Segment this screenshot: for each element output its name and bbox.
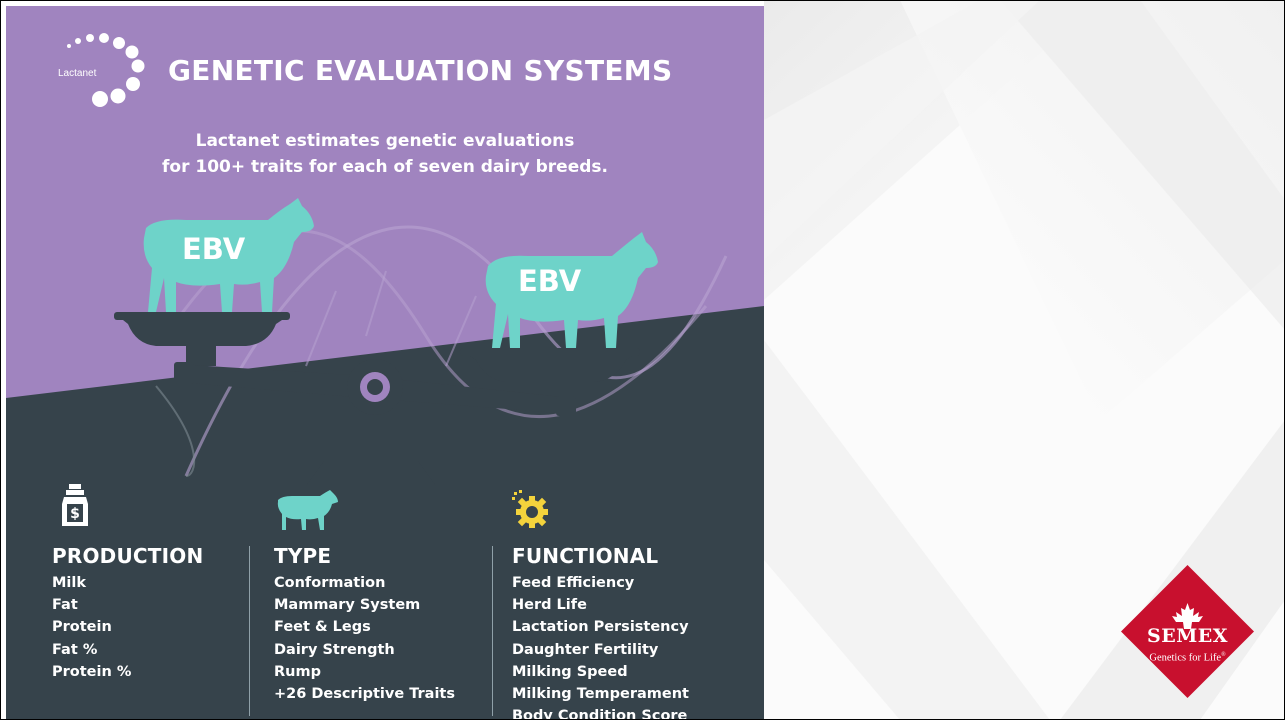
list-item: Milking Temperament: [512, 686, 689, 703]
list-item: Protein %: [52, 663, 132, 680]
lactanet-logo-text: Lactanet: [58, 68, 97, 79]
functional-column: FUNCTIONAL Feed Efficiency Herd Life Lac…: [512, 544, 689, 720]
milk-can-dollar-icon: $: [62, 484, 88, 526]
list-item: Feet & Legs: [274, 619, 371, 636]
svg-text:$: $: [70, 506, 80, 522]
subtitle-line-1: Lactanet estimates genetic evaluations: [195, 131, 575, 151]
subtitle: Lactanet estimates genetic evaluations f…: [6, 128, 764, 180]
type-list: Conformation Mammary System Feet & Legs …: [274, 572, 455, 705]
gear-icon: [512, 490, 548, 528]
ebv-label-left: EBV: [182, 232, 246, 266]
infographic-artwork: [6, 6, 764, 720]
list-item: Conformation: [274, 575, 386, 591]
ebv-label-right: EBV: [518, 264, 582, 298]
list-item: Protein: [52, 619, 112, 636]
infographic: Lactanet GENETIC EVALUATION SYSTEMS Lact…: [6, 6, 764, 720]
subtitle-line-2: for 100+ traits for each of seven dairy …: [162, 157, 608, 177]
list-item: Mammary System: [274, 597, 421, 614]
column-divider: [249, 546, 250, 716]
semex-name: SEMEX: [1147, 625, 1228, 647]
semex-tagline-text: Genetics for Life: [1149, 652, 1222, 664]
functional-heading: FUNCTIONAL: [512, 544, 659, 568]
list-item: Fat %: [52, 641, 98, 658]
list-item: +26 Descriptive Traits: [274, 686, 455, 703]
list-item: Body Condition Score: [512, 708, 688, 720]
list-item: Daughter Fertility: [512, 641, 659, 658]
list-item: Feed Efficiency: [512, 575, 635, 591]
column-divider: [492, 546, 493, 716]
type-heading: TYPE: [274, 544, 332, 568]
list-item: Milk: [52, 575, 87, 591]
functional-list: Feed Efficiency Herd Life Lactation Pers…: [512, 572, 689, 720]
type-column: TYPE Conformation Mammary System Feet & …: [274, 544, 455, 705]
production-heading: PRODUCTION: [52, 544, 204, 568]
maple-leaf-icon: [1172, 603, 1203, 629]
list-item: Herd Life: [512, 597, 587, 614]
production-column: PRODUCTION Milk Fat Protein Fat % Protei…: [52, 544, 203, 683]
page-title: GENETIC EVALUATION SYSTEMS: [168, 54, 673, 87]
list-item: Milking Speed: [512, 663, 628, 680]
semex-tagline: Genetics for Life®: [1121, 652, 1254, 664]
cow-icon: [277, 490, 338, 530]
registered-mark: ®: [1221, 652, 1226, 658]
list-item: Dairy Strength: [274, 641, 395, 658]
list-item: Lactation Persistency: [512, 619, 689, 636]
list-item: Rump: [274, 663, 321, 680]
list-item: Fat: [52, 597, 78, 614]
semex-logo: [1121, 565, 1254, 698]
production-list: Milk Fat Protein Fat % Protein %: [52, 572, 203, 683]
